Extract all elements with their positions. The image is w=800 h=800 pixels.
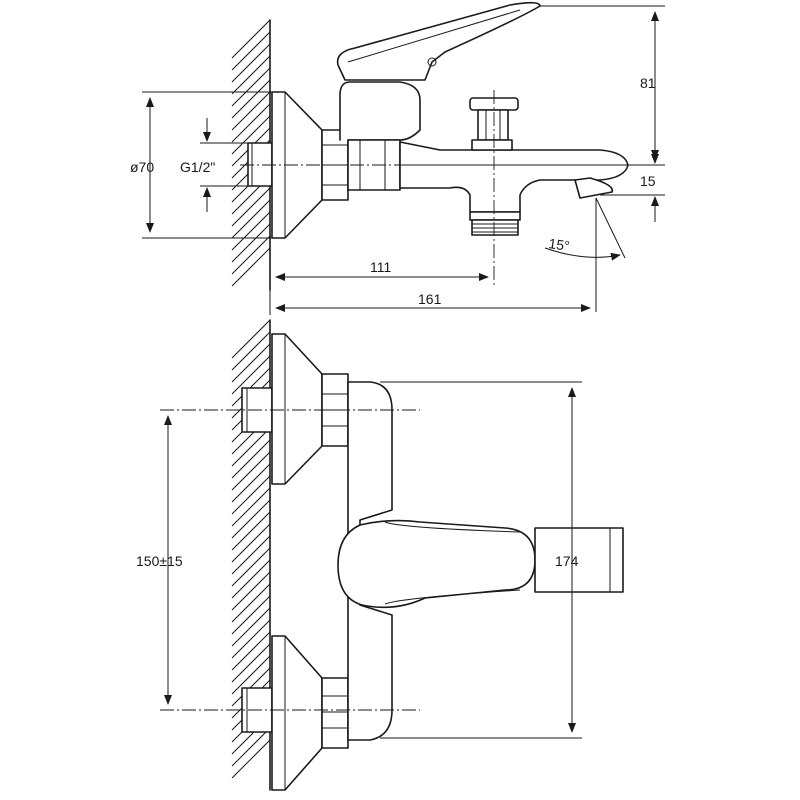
wall-hatch-line xyxy=(231,355,271,395)
wall-hatch-line xyxy=(231,223,271,263)
side-elevation: ø70 G1/2" 81 15 15° xyxy=(130,1,665,315)
wall-hatch-line xyxy=(231,463,271,503)
wall-hatch-line xyxy=(231,427,271,467)
wall-hatch-line xyxy=(231,115,271,155)
wall-hatch-line xyxy=(231,631,271,671)
wall-hatch-line xyxy=(231,55,271,95)
dim-161-label: 161 xyxy=(418,291,442,307)
dim-dia70-label: ø70 xyxy=(130,159,154,175)
wall-hatch-line xyxy=(231,43,271,83)
wall-hatch-line xyxy=(231,583,271,623)
wall-hatch-line xyxy=(231,499,271,539)
wall-hatch-line xyxy=(231,211,271,251)
dim-174-label: 174 xyxy=(555,553,579,569)
wall-hatch-line xyxy=(231,439,271,479)
wall-hatch-line xyxy=(231,343,271,383)
pipe-stub-top xyxy=(247,142,273,187)
mixer-body-top xyxy=(339,81,629,236)
wall-hatch-line xyxy=(231,31,271,71)
dim-174: 174 xyxy=(380,381,582,739)
wall-hatch-line xyxy=(231,19,271,59)
wall-hatch-line xyxy=(231,547,271,587)
wall-hatch-line xyxy=(231,319,271,359)
wall-hatch-line xyxy=(231,559,271,599)
wall-hatch-line xyxy=(231,187,271,227)
dim-111: 111 xyxy=(275,259,489,281)
wall-hatch-line xyxy=(231,331,271,371)
dim-81-label: 81 xyxy=(640,75,656,91)
wall-hatch-line xyxy=(231,199,271,239)
wall-hatch-line xyxy=(231,535,271,575)
dim-angle: 15° xyxy=(544,197,626,312)
dim-15-label: 15 xyxy=(640,173,656,189)
dim-thread-label: G1/2" xyxy=(180,159,215,175)
wall-hatch-line xyxy=(231,571,271,611)
dim-161: 161 xyxy=(269,290,591,315)
dim-15: 15 xyxy=(600,140,665,222)
dim-spacing-label: 150±15 xyxy=(136,553,183,569)
wall-hatch-line xyxy=(231,79,271,119)
wall-hatch-line xyxy=(231,595,271,635)
dim-dia70: ø70 xyxy=(130,91,272,239)
dim-spacing: 150±15 xyxy=(136,415,183,705)
wall-hatch-line xyxy=(231,247,271,287)
wall-hatch-line xyxy=(231,643,271,683)
wall-hatch-line xyxy=(231,739,271,779)
lower-connection xyxy=(241,635,349,791)
wall-hatch-line xyxy=(231,67,271,107)
wall-hatch-line xyxy=(231,667,271,707)
front-elevation: 150±15 174 xyxy=(136,319,624,791)
wall-hatch-line xyxy=(231,487,271,527)
dim-81: 81 xyxy=(540,5,665,166)
wall-hatch-line xyxy=(231,475,271,515)
dim-111-label: 111 xyxy=(370,259,391,275)
wall-hatch-line xyxy=(231,619,271,659)
wall-hatch-line xyxy=(231,367,271,407)
wall-hatch-line xyxy=(231,655,271,695)
wall-hatch-line xyxy=(231,523,271,563)
wall-hatch-line xyxy=(231,103,271,143)
wall-hatch-line xyxy=(231,607,271,647)
wall-hatch-line xyxy=(231,235,271,275)
wall-hatch-line xyxy=(231,91,271,131)
dim-thread: G1/2" xyxy=(180,118,248,212)
lever-handle-top xyxy=(336,1,541,81)
dim-angle-label: 15° xyxy=(548,235,571,254)
wall-hatch-line xyxy=(231,511,271,551)
wall-hatch-line xyxy=(231,451,271,491)
wall-hatch-line xyxy=(231,727,271,767)
lever-handle-front xyxy=(337,519,624,609)
